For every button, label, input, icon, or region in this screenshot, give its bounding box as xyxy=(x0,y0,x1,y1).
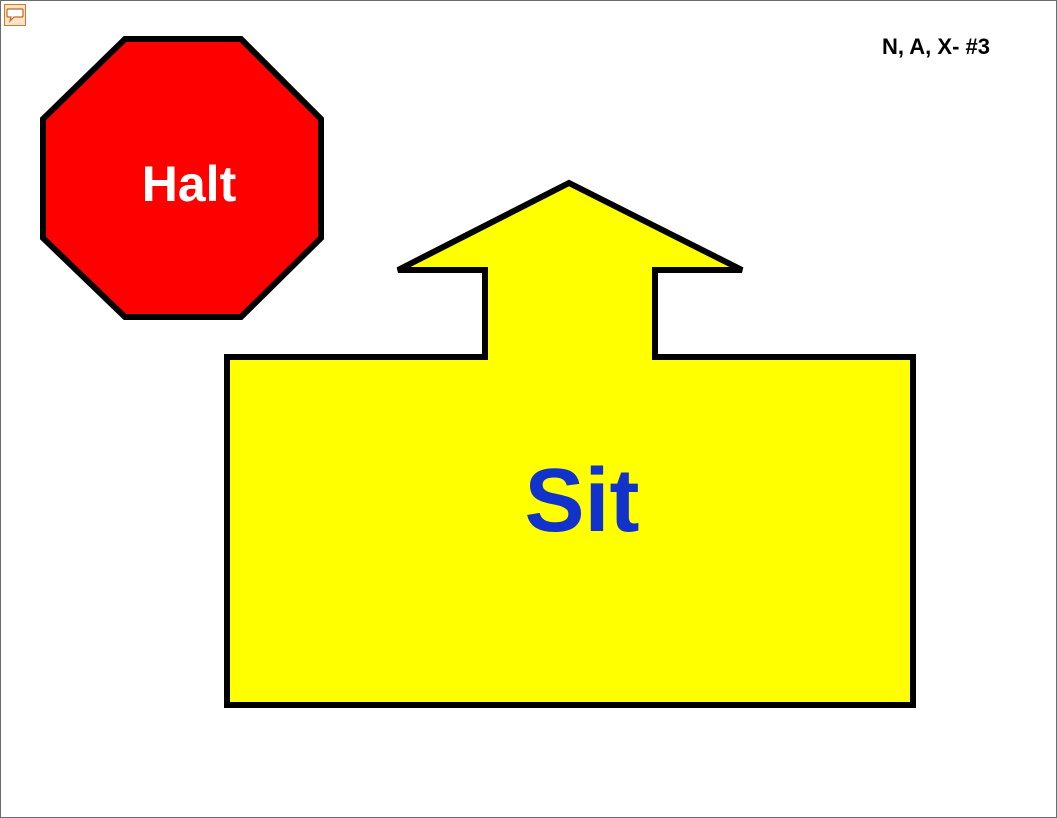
sit-sign: Sit xyxy=(224,179,916,708)
comment-icon[interactable] xyxy=(4,4,26,26)
sit-arrow-box xyxy=(224,179,916,708)
halt-octagon xyxy=(40,36,324,320)
sit-label: Sit xyxy=(524,451,639,551)
sign-id-label: N, A, X- #3 xyxy=(882,34,990,59)
halt-label: Halt xyxy=(142,156,237,212)
halt-sign: Halt xyxy=(40,36,324,320)
